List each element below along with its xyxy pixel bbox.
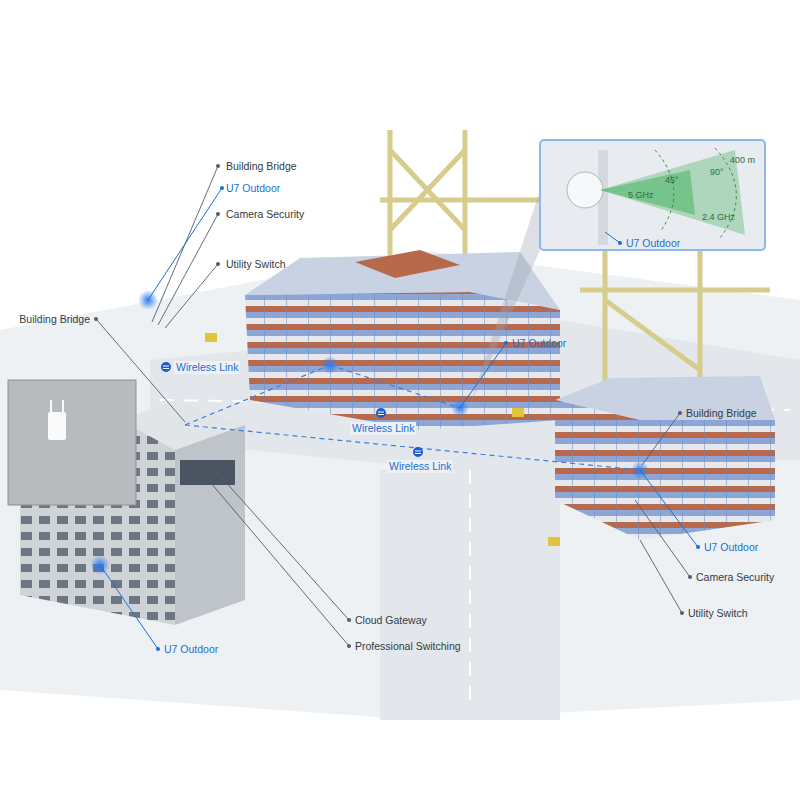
callout-label: Wireless Link <box>350 422 416 435</box>
callout-label: U7 Outdoor <box>164 643 218 656</box>
callout-label: U7 Outdoor <box>704 541 758 554</box>
callout-label: 400 m <box>730 154 755 167</box>
callout-label: Building Bridge <box>686 407 757 420</box>
callout-label: Building Bridge <box>19 313 90 326</box>
callout-label: Cloud Gateway <box>355 614 427 627</box>
callout-label: Utility Switch <box>226 258 286 271</box>
callout-label: Professional Switching <box>355 640 461 653</box>
callout-label: Building Bridge <box>226 160 297 173</box>
callout-label: Camera Security <box>696 571 774 584</box>
callout-label: 2.4 GHz <box>702 211 735 224</box>
callout-label: Wireless Link <box>387 460 453 473</box>
callout-label: 5 GHz <box>628 189 654 202</box>
callout-label: Utility Switch <box>688 607 748 620</box>
callout-label: 90° <box>710 166 724 179</box>
callout-label: U7 Outdoor <box>626 237 680 250</box>
callout-label: Camera Security <box>226 208 304 221</box>
callout-label: U7 Outdoor <box>226 182 280 195</box>
callout-label: Wireless Link <box>174 361 240 374</box>
callout-label: U7 Outdoor <box>512 337 566 350</box>
callout-label: 45° <box>665 174 679 187</box>
